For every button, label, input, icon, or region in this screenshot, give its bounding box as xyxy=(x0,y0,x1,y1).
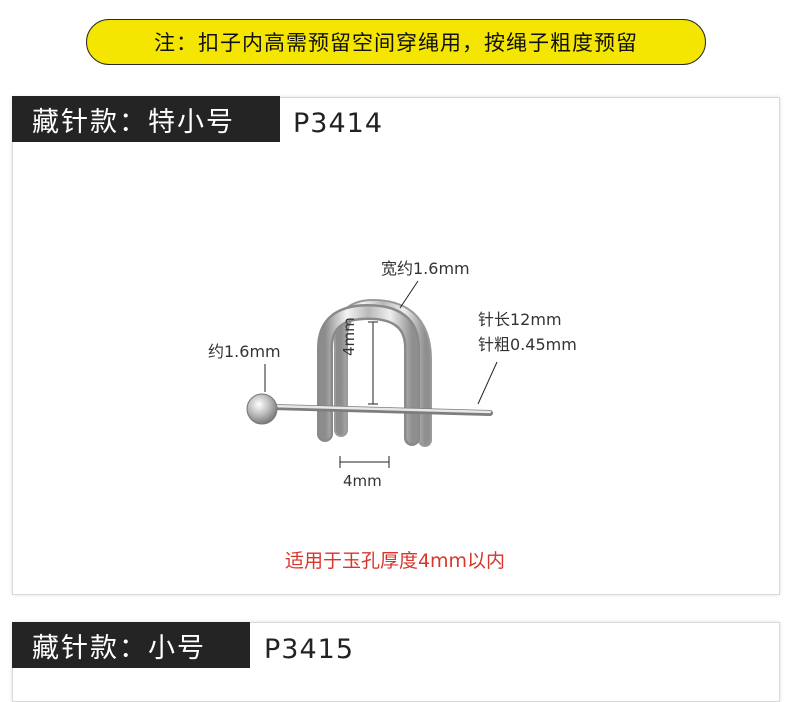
section-tag-1-text: 藏针款：特小号 xyxy=(32,106,235,138)
pin-ball xyxy=(246,393,278,425)
notice-banner: 注：扣子内高需预留空间穿绳用，按绳子粗度预留 xyxy=(86,19,706,65)
product-card-p3414 xyxy=(12,97,780,595)
label-width: 宽约1.6mm xyxy=(381,259,470,278)
label-inner-height: 4mm xyxy=(340,317,358,356)
section-tag-2: 藏针款：小号 xyxy=(12,622,250,668)
label-inner-width: 4mm xyxy=(343,472,382,490)
leader-pin xyxy=(477,361,498,405)
product-code-2: P3415 xyxy=(264,634,354,665)
label-ball: 约1.6mm xyxy=(208,342,281,361)
notice-text: 注：扣子内高需预留空间穿绳用，按绳子粗度预留 xyxy=(154,31,638,55)
fit-note: 适用于玉孔厚度4mm以内 xyxy=(284,550,506,572)
section-tag-1: 藏针款：特小号 xyxy=(12,96,280,142)
buckle-diagram xyxy=(246,280,498,468)
section-tag-2-text: 藏针款：小号 xyxy=(32,632,206,664)
label-pin-length: 针长12mm xyxy=(478,310,562,329)
leader-width xyxy=(399,280,419,309)
product-code-1: P3414 xyxy=(293,108,383,139)
label-pin-thickness: 针粗0.45mm xyxy=(478,335,577,354)
